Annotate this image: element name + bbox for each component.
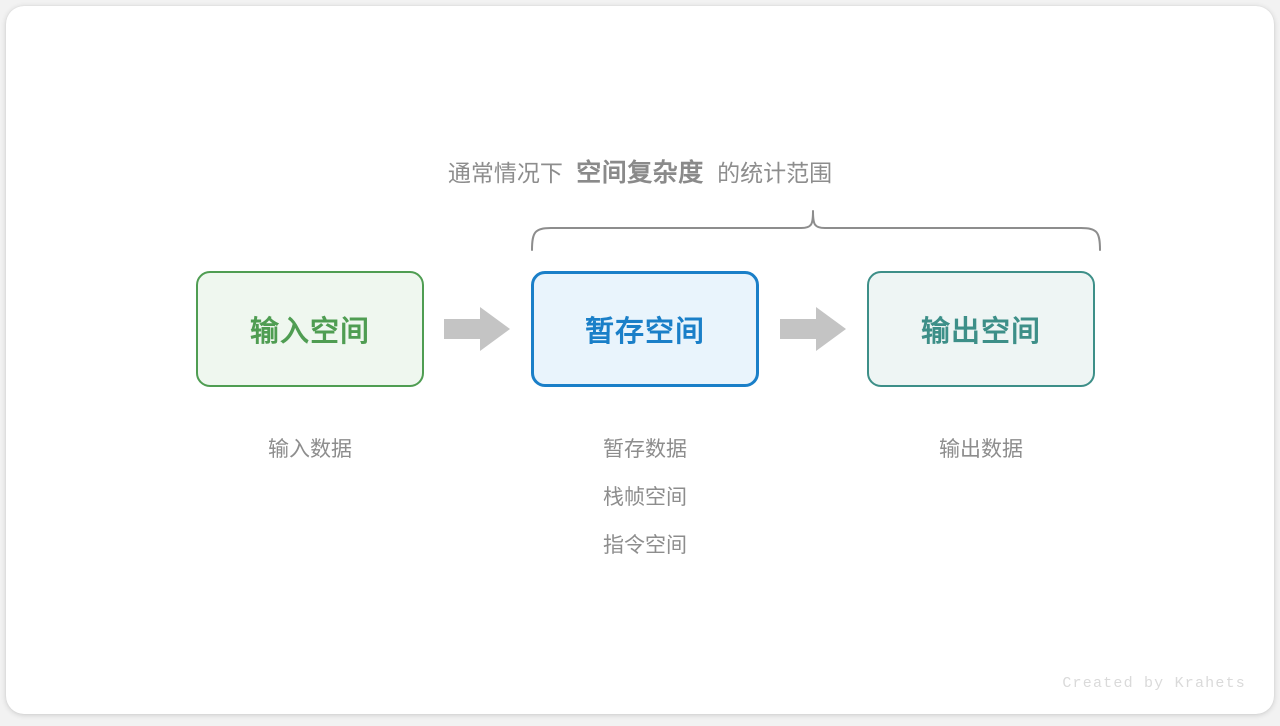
watermark-credit: Created by Krahets (1062, 675, 1246, 692)
output-detail-line-1: 输出数据 (939, 438, 1023, 461)
arrow-right-icon-1 (444, 307, 510, 351)
box-output-space-label: 输出空间 (920, 316, 1041, 348)
box-buffer-space[interactable]: 暂存空间 (531, 271, 759, 387)
box-buffer-space-label: 暂存空间 (584, 316, 705, 348)
scope-caption: 通常情况下 空间复杂度 的统计范围 (6, 152, 1274, 194)
caption-lead-text: 通常情况下 (447, 160, 563, 186)
diagram-canvas: 通常情况下 空间复杂度 的统计范围 输入空间 暂存空间 输出空间 输入数据 暂存 (6, 6, 1274, 714)
arrow-right-icon-2 (780, 307, 846, 351)
caption-tail-text: 的统计范围 (717, 160, 833, 186)
input-detail-column: 输入数据 (196, 426, 424, 474)
space-detail-labels: 输入数据 暂存数据 栈帧空间 指令空间 输出数据 (6, 426, 1274, 566)
space-flow-row: 输入空间 暂存空间 输出空间 (6, 271, 1274, 387)
input-detail-line-1: 输入数据 (268, 438, 352, 461)
buffer-detail-line-2: 栈帧空间 (603, 486, 687, 509)
buffer-detail-line-3: 指令空间 (603, 534, 687, 557)
output-detail-column: 输出数据 (867, 426, 1095, 474)
box-input-space-label: 输入空间 (249, 316, 370, 348)
box-output-space[interactable]: 输出空间 (867, 271, 1095, 387)
box-input-space[interactable]: 输入空间 (196, 271, 424, 387)
buffer-detail-line-1: 暂存数据 (603, 438, 687, 461)
buffer-detail-column: 暂存数据 栈帧空间 指令空间 (531, 426, 759, 570)
scope-brace-icon (531, 210, 1101, 251)
caption-emphasis-text: 空间复杂度 (576, 159, 704, 187)
